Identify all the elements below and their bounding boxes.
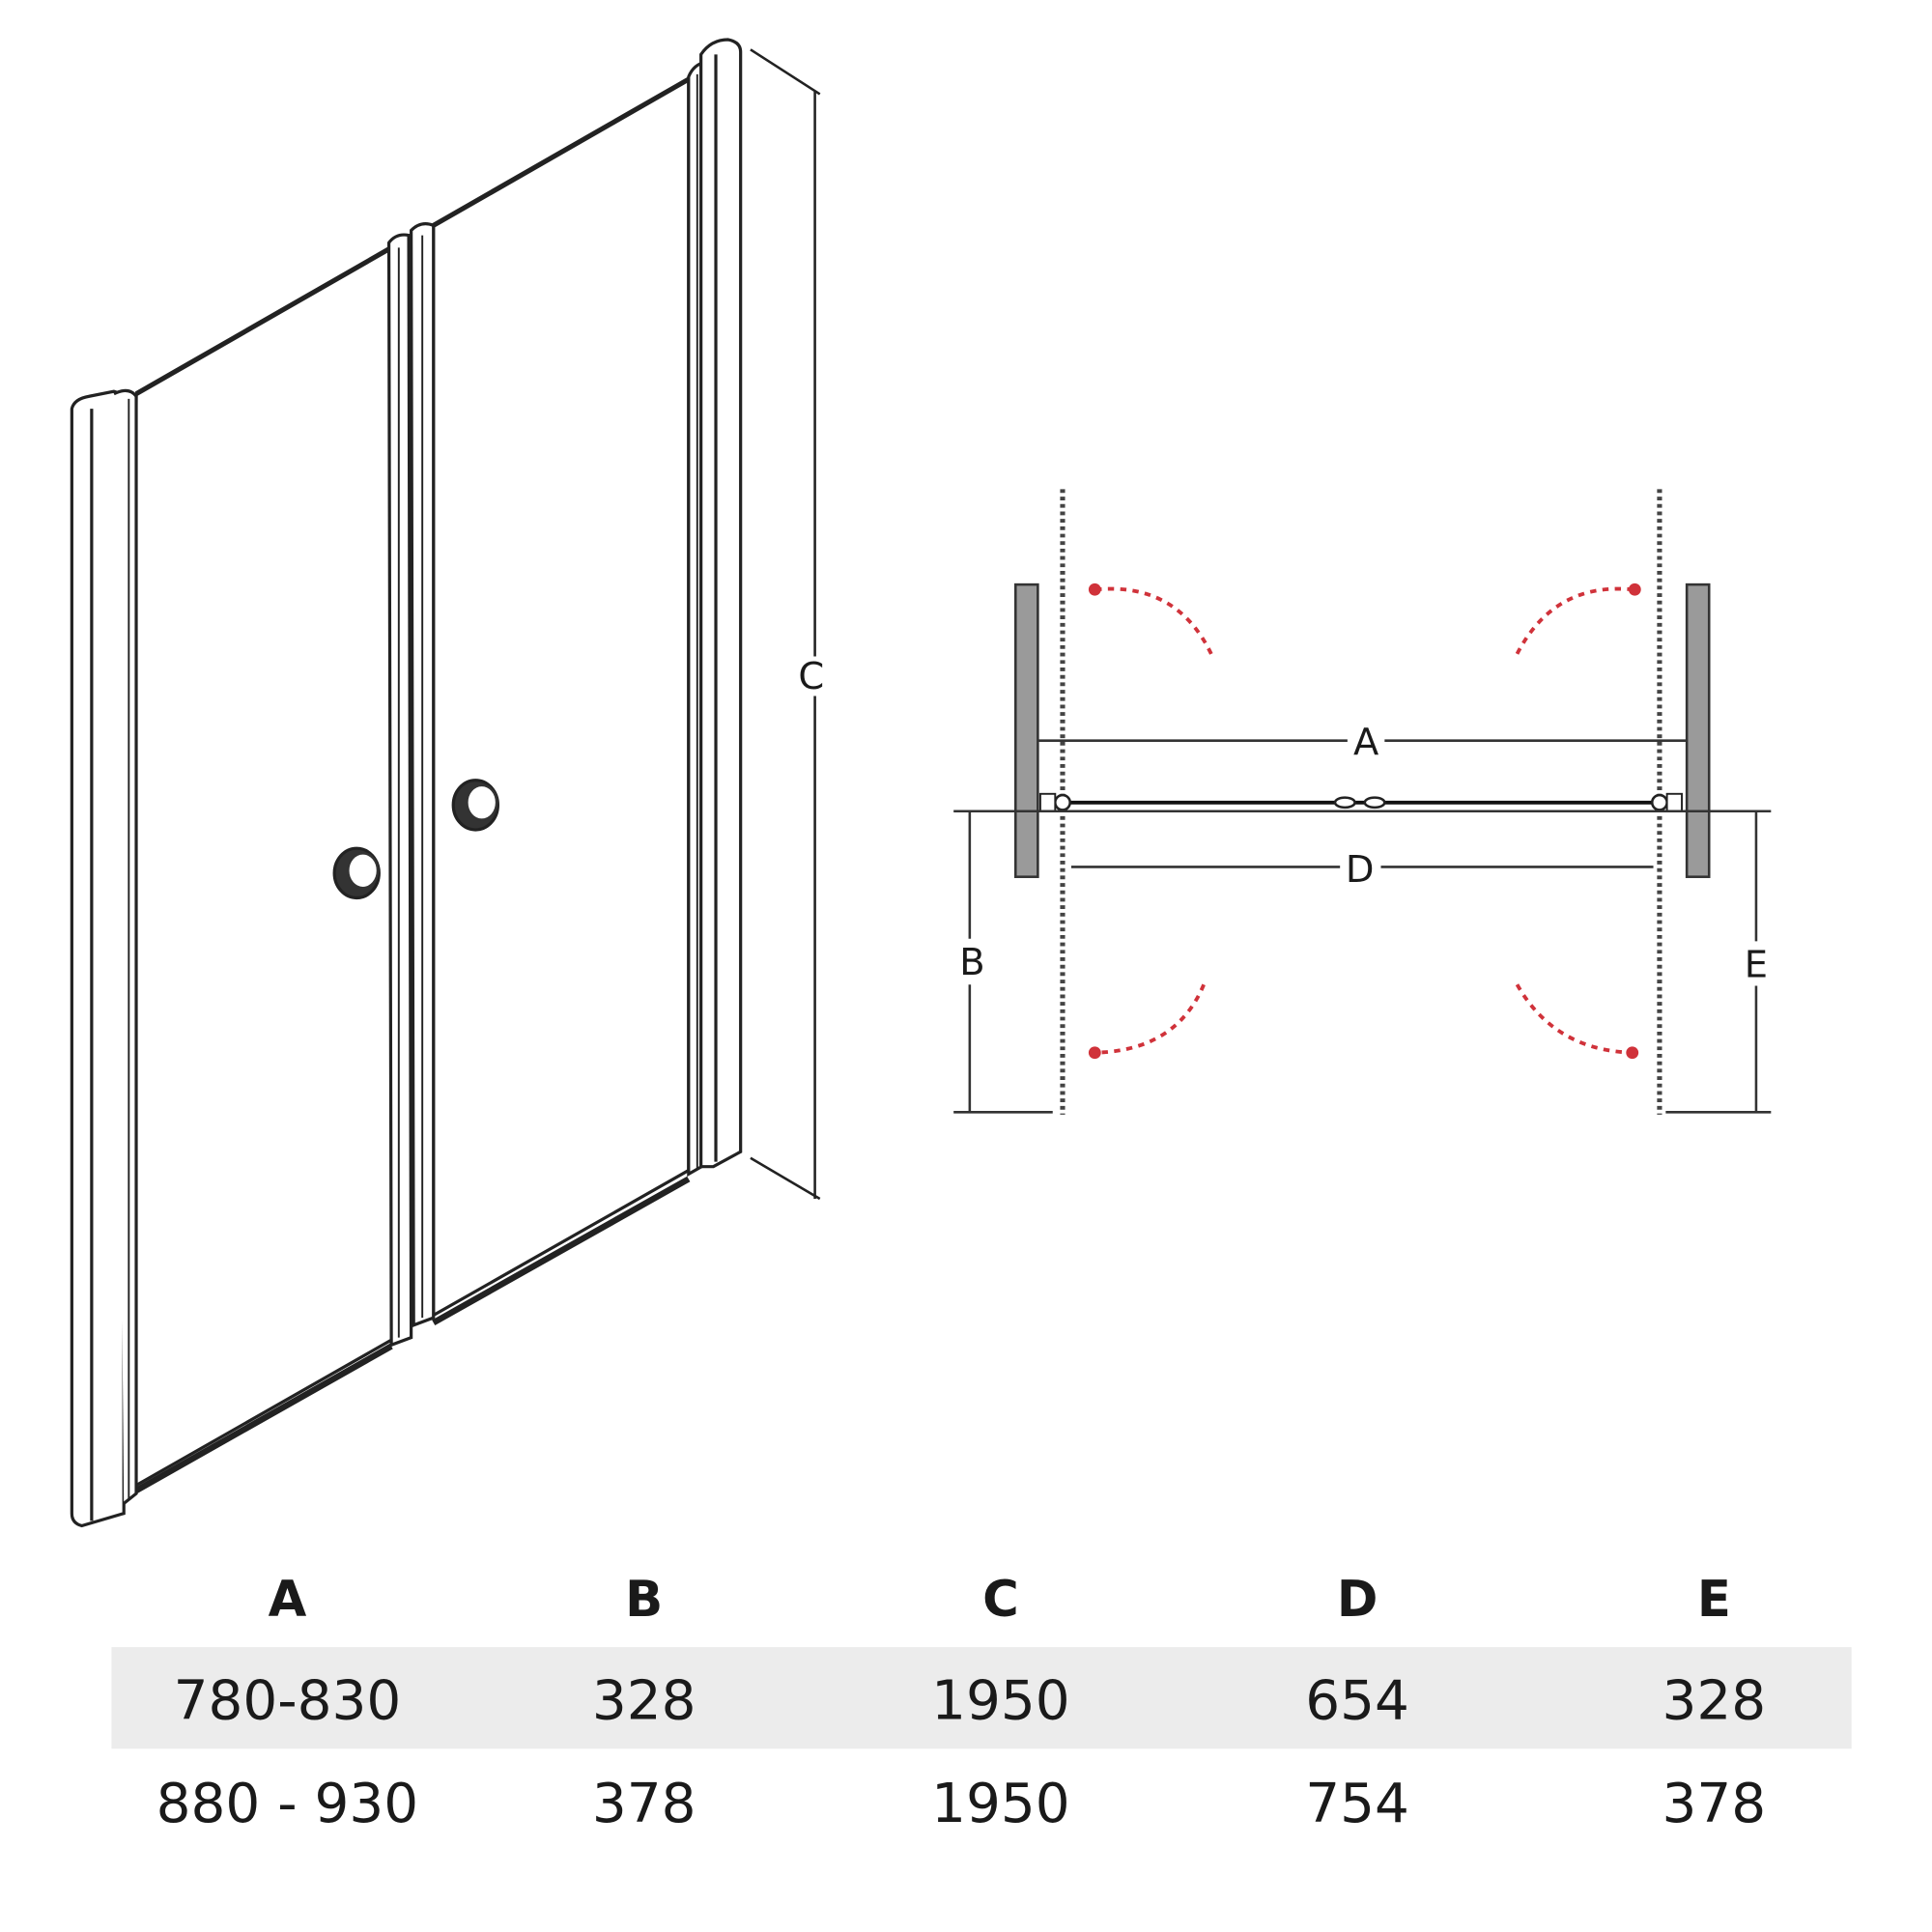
door-perspective <box>70 38 821 1528</box>
header-b: B <box>625 1571 663 1629</box>
dimension-e-label: E <box>1745 944 1768 987</box>
table-row: 880 - 930 378 1950 754 378 <box>156 1773 1767 1835</box>
header-e: E <box>1697 1571 1731 1629</box>
header-a: A <box>269 1571 307 1629</box>
plan-knob-icon <box>1363 796 1386 810</box>
door-knob-left <box>332 846 381 900</box>
dimension-table: A B C D E 780-830 328 1950 654 328 880 -… <box>111 1571 1852 1835</box>
left-wall-profile <box>70 388 138 1528</box>
plan-knob-icon <box>1333 796 1356 810</box>
swing-arrow-icon <box>1515 983 1633 1055</box>
header-d: D <box>1337 1571 1378 1629</box>
height-dimension <box>750 48 821 1201</box>
cell-b: 378 <box>592 1773 696 1835</box>
right-wall <box>1685 582 1711 878</box>
height-label: C <box>798 655 824 698</box>
cell-e: 378 <box>1662 1773 1767 1835</box>
swing-arrow-icon <box>1095 983 1206 1055</box>
left-wall <box>1014 582 1039 878</box>
cell-e: 328 <box>1662 1669 1767 1732</box>
cell-a: 880 - 930 <box>156 1773 419 1835</box>
header-c: C <box>982 1571 1019 1629</box>
right-glass-panel <box>432 76 691 1319</box>
cell-a: 780-830 <box>174 1669 402 1732</box>
cell-d: 754 <box>1305 1773 1409 1835</box>
dimension-d-label: D <box>1346 848 1375 892</box>
cell-c: 1950 <box>931 1773 1070 1835</box>
cell-c: 1950 <box>931 1669 1070 1732</box>
right-wall-profile <box>687 38 743 1178</box>
cell-d: 654 <box>1305 1669 1409 1732</box>
table-row-stripe <box>111 1647 1852 1749</box>
cell-b: 328 <box>592 1669 696 1732</box>
plan-view <box>953 489 1772 1115</box>
door-knob-right <box>451 779 499 832</box>
center-profiles <box>386 222 436 1348</box>
dimension-b-label: B <box>959 941 984 984</box>
swing-arrow-icon <box>1515 586 1633 655</box>
dimension-a-label: A <box>1353 721 1378 764</box>
swing-arrow-icon <box>1095 586 1213 655</box>
table-header: A B C D E <box>269 1571 1731 1629</box>
table-row: 780-830 328 1950 654 328 <box>174 1669 1767 1732</box>
